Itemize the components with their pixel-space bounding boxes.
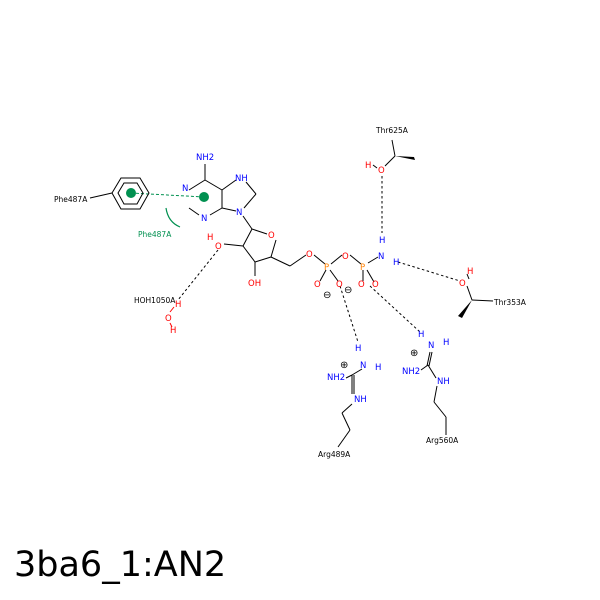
hbond-nh-thr353 [397,261,461,282]
atom-arg489-h2: H [375,363,381,373]
atom-nh7: NH [235,174,248,184]
label-arg560: Arg560A [426,436,459,445]
phenyl-ring-inner [117,182,144,205]
atom-pb-o2: O [372,280,379,290]
atom-p-alpha: P [324,263,329,273]
label-phe487-pi: Phe487A [138,230,172,239]
atom-n3: N [201,214,207,224]
atom-thr353-h: H [467,267,473,277]
pi-centroid-purine [199,192,209,202]
atom-arg560-h2: H [443,338,449,348]
charge-plus-arg489: ⊕ [340,360,348,371]
pi-centroid-phenyl [126,188,136,198]
atom-nh2: NH2 [196,153,214,163]
atom-o5: O [306,250,313,260]
water-bond-2 [169,322,173,328]
atom-arg489-nh2: NH2 [327,373,345,383]
label-thr353: Thr353A [493,298,527,307]
adenine-bonds [188,164,257,230]
atom-arg489-n: N [360,361,366,371]
label-phe487: Phe487A [54,195,88,204]
atom-nh-n: N [378,252,384,262]
water-bond-1 [169,306,175,313]
ribose-bonds [223,228,307,276]
atom-p-beta: P [360,263,365,273]
phe-bond [89,192,113,199]
atom-arg560-nh2: NH2 [402,367,420,377]
atom-o2-h: H [207,233,213,243]
atom-pa-o2: O [336,280,343,290]
thr625-wedge [395,156,415,160]
atom-o3-oh: OH [248,279,261,289]
pi-arc [165,207,181,228]
phenyl-ring [111,177,150,210]
atom-n9: N [236,208,242,218]
atom-thr353-o: O [459,279,466,289]
atom-arg560-n: N [428,341,434,351]
atom-arg489-nh: NH [354,395,367,405]
label-hoh1050: HOH1050A [134,296,176,305]
atom-thr625-o: O [378,166,385,176]
thr353-wedge [458,300,472,318]
atom-n1: N [182,184,188,194]
arg489-residue [337,368,363,448]
hbond-oh-water [177,249,219,301]
arg560-residue [420,351,447,435]
atom-water-h2: H [170,326,176,336]
atom-thr625-h: H [365,161,371,171]
atom-arg560-h1: H [418,330,424,340]
atom-pa-o1: O [314,280,321,290]
atom-arg560-nh: NH [437,377,450,387]
charge-minus-1: ⊖ [323,290,331,301]
thr353-residue [466,273,494,302]
atom-pb-o1: O [358,280,365,290]
charge-plus-arg560: ⊕ [410,348,418,359]
atom-water-h1: H [175,300,181,310]
atom-nh-h2: H [393,258,399,268]
phe487-residue [89,177,150,210]
phosphate-bonds [313,254,379,283]
atom-arg489-h1: H [355,344,361,354]
atom-ring-o: O [268,231,275,241]
atom-nh-h1: H [379,236,385,246]
label-arg489: Arg489A [318,450,351,459]
hbond-o-arg560 [369,285,421,333]
hydrogen-bonds [177,176,461,343]
atom-o2-oh: O [215,242,222,252]
atom-bridge-o: O [342,252,349,262]
charge-minus-2: ⊖ [344,285,352,296]
diagram-title: 3ba6_1:AN2 [14,545,227,585]
thr625-residue [372,139,396,169]
label-thr625: Thr625A [375,126,409,135]
atom-water-o: O [165,314,172,324]
